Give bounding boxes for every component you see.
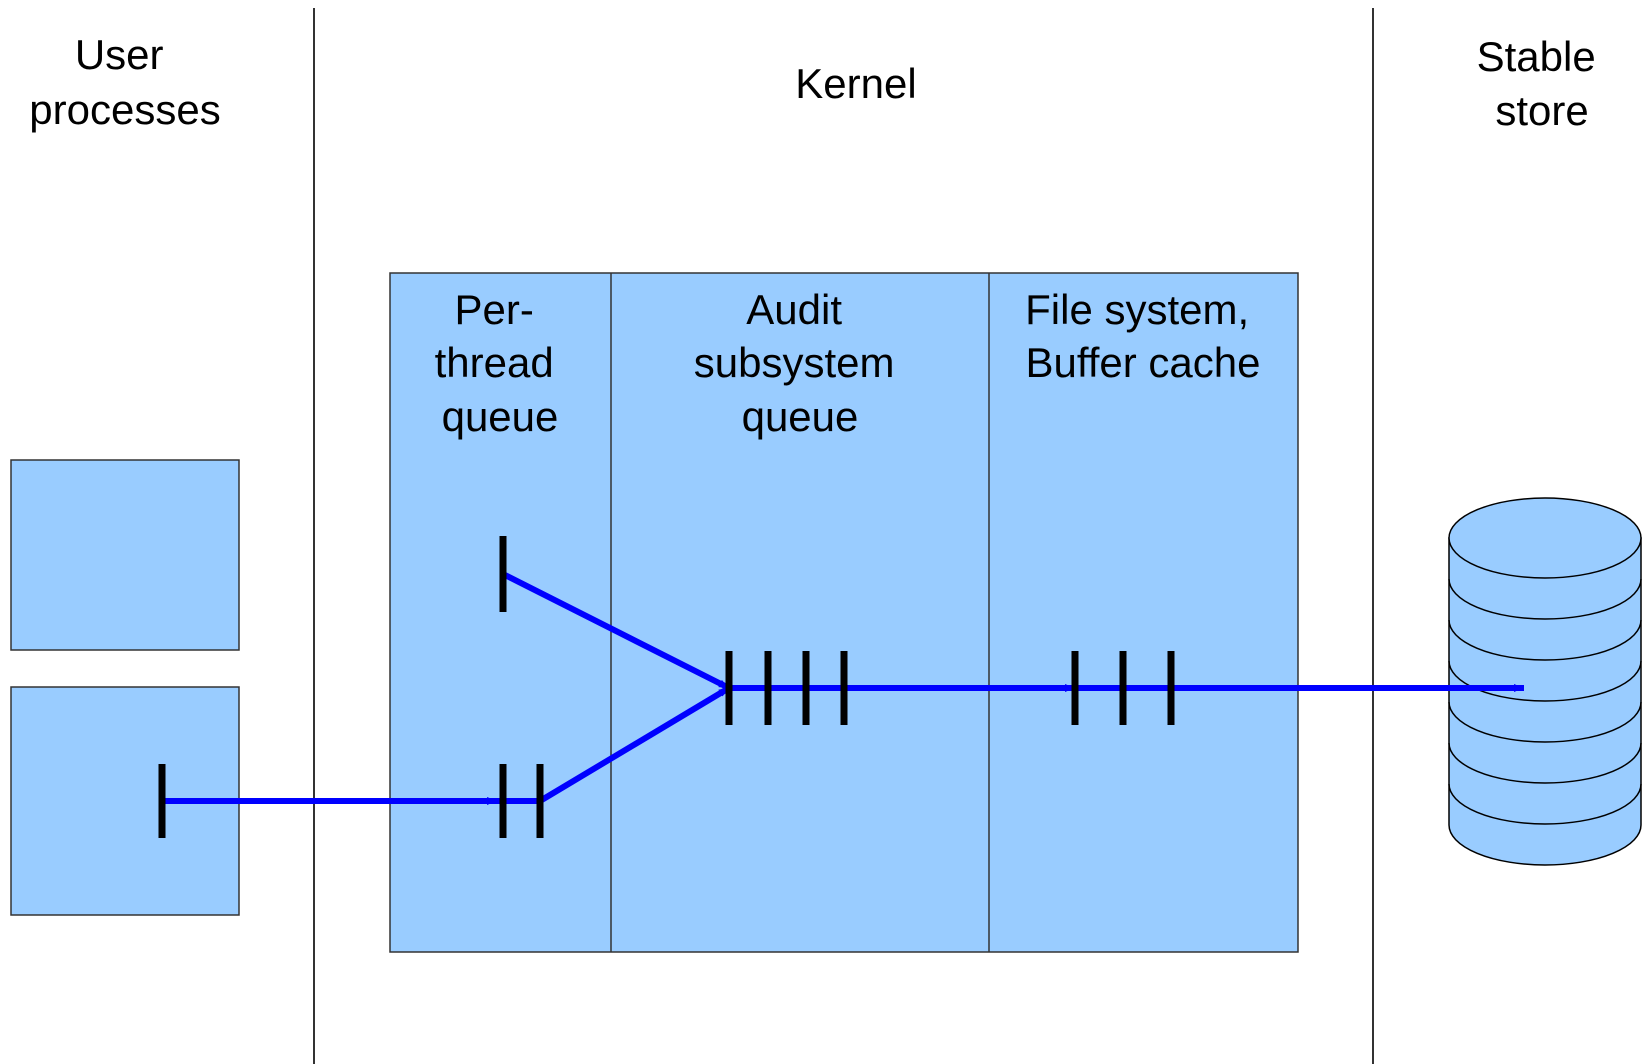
per-thread-queue-label-line-2: thread bbox=[435, 339, 554, 386]
disk-platter-edge-1 bbox=[1448, 578, 1642, 620]
disk-platter-edge-6 bbox=[1448, 783, 1642, 825]
kernel-queue-panel bbox=[389, 272, 1299, 953]
user-processes-label: User processes bbox=[29, 31, 220, 133]
kernel-label: Kernel bbox=[795, 60, 916, 107]
filesystem-buffer-cache-label-line-2: Buffer cache bbox=[1025, 339, 1260, 386]
audit-subsystem-queue-label-line-3: queue bbox=[742, 393, 859, 440]
disk-platter-edge-3 bbox=[1448, 660, 1642, 702]
queue-items bbox=[158, 536, 1175, 838]
user-processes-label-line-1: User bbox=[75, 31, 164, 78]
filesystem-buffer-cache-label: File system, Buffer cache bbox=[1025, 286, 1261, 386]
stable-store-label-line-1: Stable bbox=[1477, 33, 1596, 80]
disk-platter-edge-4 bbox=[1448, 701, 1642, 743]
audit-subsystem-queue-label-line-2: subsystem bbox=[694, 339, 895, 386]
audit-subsystem-queue-label-line-1: Audit bbox=[746, 286, 842, 333]
stable-store-label-line-2: store bbox=[1495, 87, 1588, 134]
stable-store-label: Stable store bbox=[1477, 33, 1608, 134]
disk-platter-edge-5 bbox=[1448, 742, 1642, 784]
per-thread-queue-label: Per- thread queue bbox=[435, 286, 566, 440]
kernel-label-line-1: Kernel bbox=[795, 60, 916, 107]
user-processes-label-line-2: processes bbox=[29, 86, 220, 133]
data-flow bbox=[162, 571, 1524, 805]
disk-platter-edge-2 bbox=[1448, 619, 1642, 661]
flow-per-thread-top-to-audit bbox=[501, 571, 731, 691]
per-thread-queue-label-line-3: queue bbox=[442, 393, 559, 440]
user-process-box-1 bbox=[10, 459, 240, 651]
stable-store-disk-stack bbox=[1448, 497, 1642, 866]
filesystem-buffer-cache-label-line-1: File system, bbox=[1025, 286, 1249, 333]
disk-stack-top bbox=[1448, 497, 1642, 579]
audit-subsystem-queue-label: Audit subsystem queue bbox=[694, 286, 906, 440]
per-thread-queue-label-line-1: Per- bbox=[454, 286, 533, 333]
flow-per-thread-bottom-to-audit bbox=[538, 685, 731, 804]
